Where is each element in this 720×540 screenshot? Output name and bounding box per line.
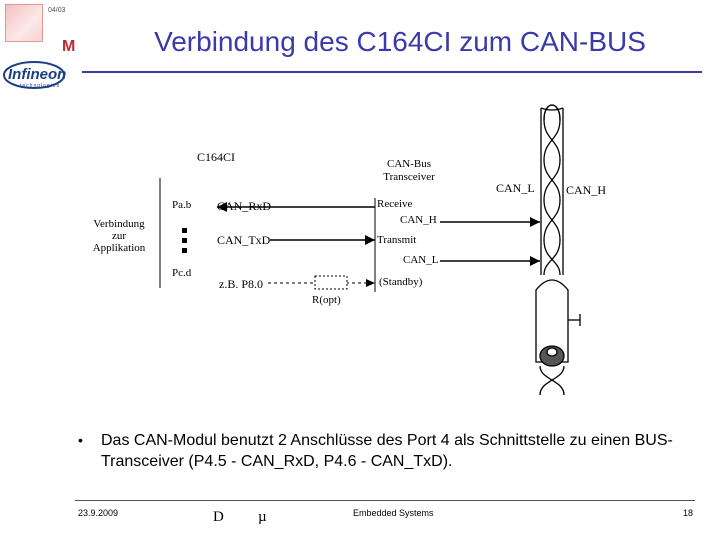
footer-glyph-d: D	[213, 509, 224, 525]
logo-wordmark: Infineon	[8, 66, 67, 83]
resistor-label: R(opt)	[312, 294, 341, 306]
transmit-label: Transmit	[377, 234, 417, 246]
footer-glyph-mu: µ	[258, 509, 267, 525]
transceiver-label-line-2: Transceiver	[383, 171, 435, 183]
bullet-symbol: •	[78, 432, 83, 448]
rxd-label: CAN_RxD	[217, 199, 272, 213]
footer-rule	[75, 500, 695, 501]
txd-label: CAN_TxD	[217, 233, 271, 247]
transceiver-label: CAN-Bus Transceiver	[378, 158, 440, 184]
dot-3	[182, 248, 187, 253]
logo-m-mark: M	[62, 38, 76, 55]
dot-2	[182, 238, 187, 243]
receive-label: Receive	[377, 198, 413, 210]
application-label-line-2: zur	[111, 230, 127, 242]
can-h-out-arrow	[530, 217, 540, 227]
can-l-out-label: CAN_L	[403, 254, 439, 266]
resistor-symbol	[314, 275, 348, 290]
rxd-arrow	[217, 202, 227, 212]
logo-square	[5, 4, 43, 42]
infineon-logo-swoosh	[3, 61, 65, 89]
footer-date: 23.9.2009	[78, 508, 119, 518]
can-l-out-arrow	[530, 256, 540, 266]
application-label-line-3: Applikation	[92, 242, 146, 254]
example-pin-label: z.B. P8.0	[219, 277, 264, 291]
bus-can-h-label: CAN_H	[566, 183, 607, 197]
bus-can-l-label: CAN_L	[496, 181, 535, 195]
can-h-out-label: CAN_H	[400, 214, 437, 226]
header-code: 04/03	[48, 7, 66, 14]
slide-title: Verbindung des C164CI zum CAN-BUS	[154, 26, 646, 57]
standby-label: (Standby)	[379, 276, 423, 288]
logo-tagline: technologies	[20, 83, 61, 89]
title-rule	[82, 71, 702, 73]
chip-label: C164CI	[197, 150, 236, 164]
twisted-pair-cable	[540, 104, 564, 276]
footer-page-number: 18	[683, 508, 694, 518]
port-a-label: Pa.b	[172, 199, 192, 211]
cable-end	[535, 279, 581, 396]
application-label: Verbindung zur Applikation	[84, 218, 154, 254]
bullet-text: Das CAN-Modul benutzt 2 Anschlüsse des P…	[101, 432, 673, 470]
standby-arrow	[366, 279, 375, 287]
transceiver-label-line-1: CAN-Bus	[386, 158, 431, 170]
txd-arrow	[365, 235, 375, 245]
dot-1	[182, 228, 187, 233]
footer-center-text: Embedded Systems	[353, 508, 434, 518]
application-label-line-1: Verbindung	[93, 218, 145, 230]
port-c-label: Pc.d	[172, 267, 192, 279]
